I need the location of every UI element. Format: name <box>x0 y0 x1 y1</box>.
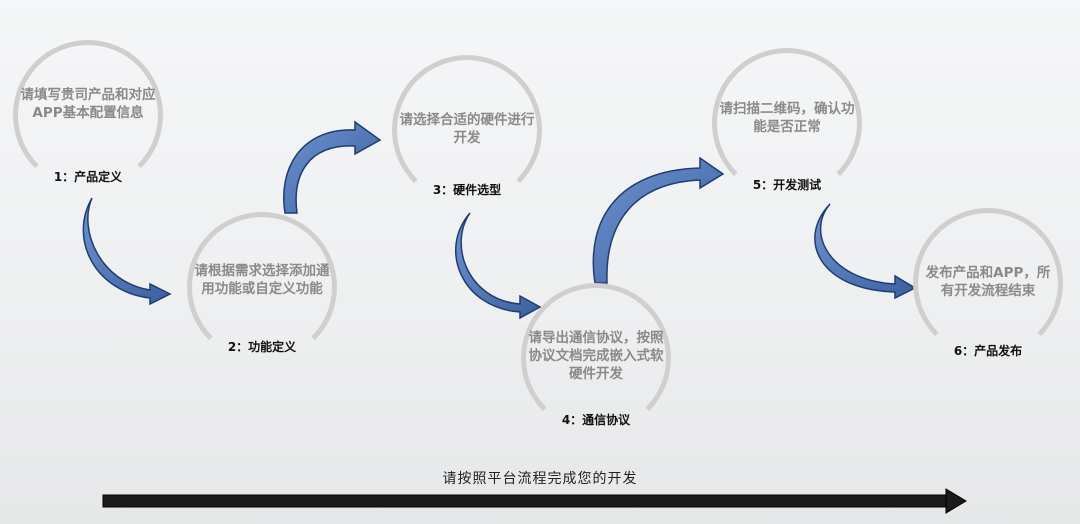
step-label: 6：产品发布 <box>953 344 1023 358</box>
step-ring <box>521 283 671 433</box>
connector-arrow-2-3 <box>283 120 382 214</box>
connector-arrow-3-4 <box>455 212 542 320</box>
step-label: 5：开发测试 <box>752 178 822 192</box>
step-description: 请根据需求选择添加通用功能或自定义功能 <box>194 263 330 297</box>
step-description: 请填写贵司产品和对应APP基本配置信息 <box>20 87 156 121</box>
step-ring <box>712 48 862 198</box>
step-ring <box>913 208 1063 358</box>
step-label: 1：产品定义 <box>53 170 123 184</box>
step-4: 请导出通信协议，按照协议文档完成嵌入式软硬件开发 4：通信协议 <box>521 283 671 433</box>
step-label: 3：硬件选型 <box>432 183 502 197</box>
connector-arrow-5-6 <box>814 203 917 300</box>
timeline-caption: 请按照平台流程完成您的开发 <box>442 471 638 487</box>
step-description: 发布产品和APP，所有开发流程结束 <box>925 265 1051 299</box>
step-3: 请选择合适的硬件进行开发 3：硬件选型 <box>392 55 542 205</box>
step-label: 4：通信协议 <box>561 413 631 427</box>
step-5: 请扫描二维码，确认功能是否正常 5：开发测试 <box>712 48 862 198</box>
step-ring <box>392 55 542 205</box>
connector-arrow-4-5 <box>592 156 725 284</box>
step-1: 请填写贵司产品和对应APP基本配置信息 1：产品定义 <box>13 40 163 190</box>
step-description: 请选择合适的硬件进行开发 <box>399 112 535 146</box>
step-ring <box>187 212 337 362</box>
timeline-arrow <box>102 488 967 514</box>
step-ring <box>13 40 163 190</box>
step-label: 2：功能定义 <box>227 340 297 354</box>
step-6: 发布产品和APP，所有开发流程结束 6：产品发布 <box>913 208 1063 358</box>
connector-arrow-1-2 <box>82 197 172 306</box>
step-2: 请根据需求选择添加通用功能或自定义功能 2：功能定义 <box>187 212 337 362</box>
step-description: 请导出通信协议，按照协议文档完成嵌入式软硬件开发 <box>528 330 664 382</box>
step-description: 请扫描二维码，确认功能是否正常 <box>719 101 855 135</box>
